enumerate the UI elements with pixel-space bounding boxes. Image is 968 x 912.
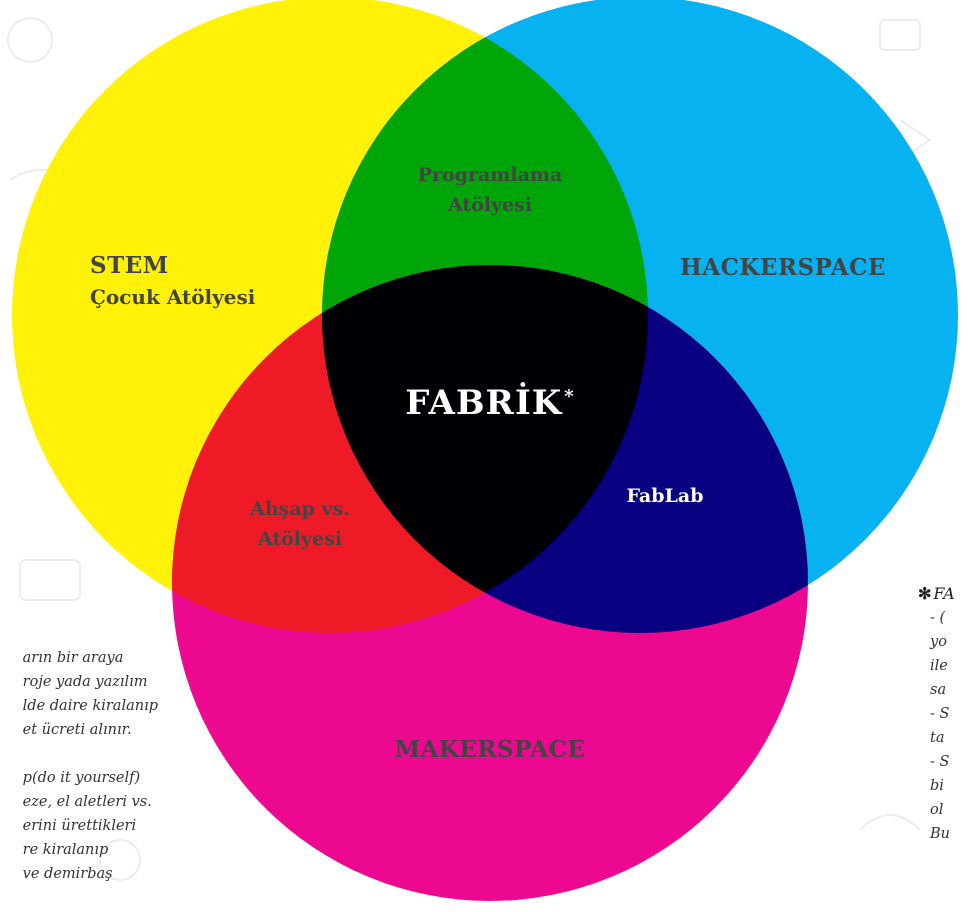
programlama-line1: Programlama [417,164,563,186]
note-line: ve demirbaş [22,866,113,882]
note-line: yo [930,634,947,650]
left-side-note: arın bir araya roje yada yazılım lde dai… [23,646,158,886]
note-line: eze, el aletleri vs. [22,794,152,810]
fabrik-asterisk: * [564,385,575,407]
fabrik-title: FABRİK [405,383,563,423]
stem-label: STEM Çocuk Atölyesi [80,252,300,310]
ahsap-line1: Ahşap vs. [250,498,350,520]
right-note-heading: ✻FA [918,582,955,606]
note-line: - S [930,754,950,770]
venn-circles [12,0,958,901]
ahsap-line2: Atölyesi [257,527,343,550]
note-line: lde daire kiralanıp [22,698,158,714]
note-line: et ücreti alınır. [22,722,132,738]
asterisk-icon: ✻ [918,584,932,603]
note-line: bi [930,778,944,794]
programlama-label: Programlama Atölyesi [390,164,590,218]
right-side-note: ✻FA - ( yo ile sa - S ta - S bi ol Bu [918,582,955,846]
right-note-title: FA [933,584,955,603]
note-line: ol [930,802,944,818]
note-line: roje yada yazılım [22,674,148,690]
stem-subtitle: Çocuk Atölyesi [90,284,256,309]
makerspace-label: MAKERSPACE [360,736,620,765]
ahsap-label: Ahşap vs. Atölyesi [210,498,390,552]
note-line: sa [930,682,947,698]
note-line: Bu [930,826,950,842]
note-line: re kiralanıp [22,842,109,858]
programlama-line2: Atölyesi [447,193,533,216]
fabrik-center-overlap [322,265,648,633]
hackerspace-label: HACKERSPACE [680,254,886,281]
note-line: ile [930,658,948,674]
fablab-label: FabLab [626,485,704,507]
note-line [23,742,158,766]
note-line: - ( [930,610,946,626]
note-line: - S [930,706,950,722]
stem-title: STEM [90,252,169,279]
note-line: p(do it yourself) [22,770,141,786]
note-line: arın bir araya [22,650,124,666]
makerspace-title: MAKERSPACE [394,736,586,763]
note-line: erini ürettikleri [22,818,137,834]
fabrik-label: FABRİK* [380,382,600,425]
note-line: ta [930,730,945,746]
